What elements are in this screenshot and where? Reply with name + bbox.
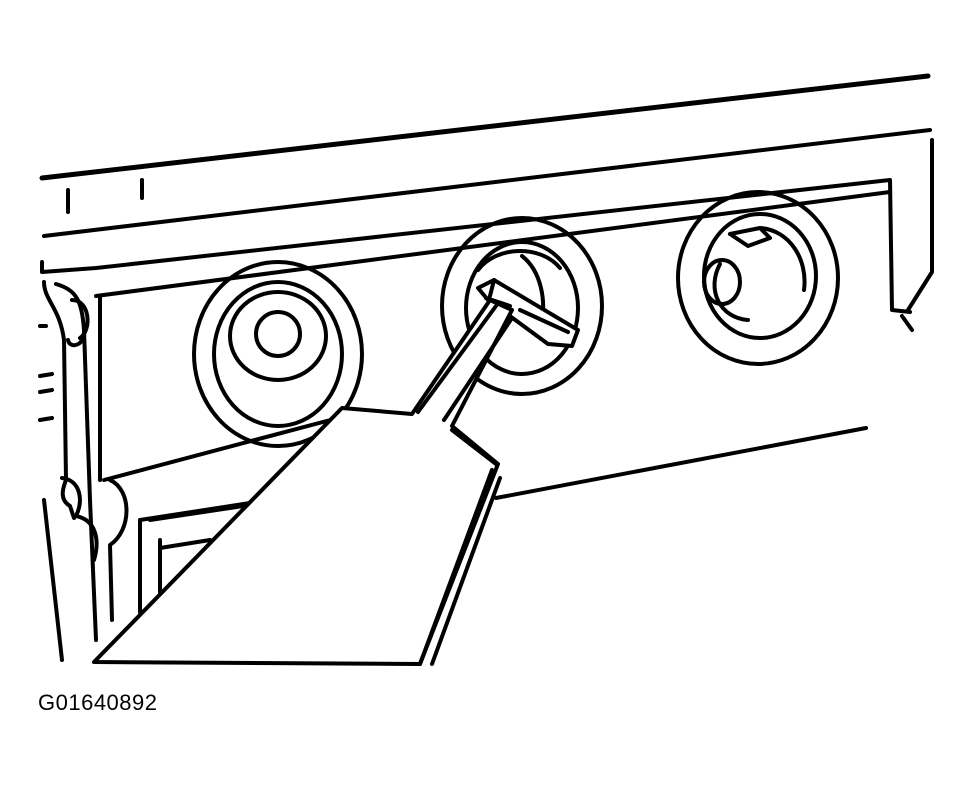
injector-bore-right [676, 190, 840, 366]
left-bracket [38, 280, 99, 662]
injector-bore-middle [440, 216, 604, 396]
figure-code: G01640892 [38, 690, 158, 715]
housing-top-edge [39, 73, 932, 238]
removal-tool-body [92, 298, 514, 666]
injector-bore-left [192, 260, 364, 448]
lower-housing [108, 478, 252, 622]
